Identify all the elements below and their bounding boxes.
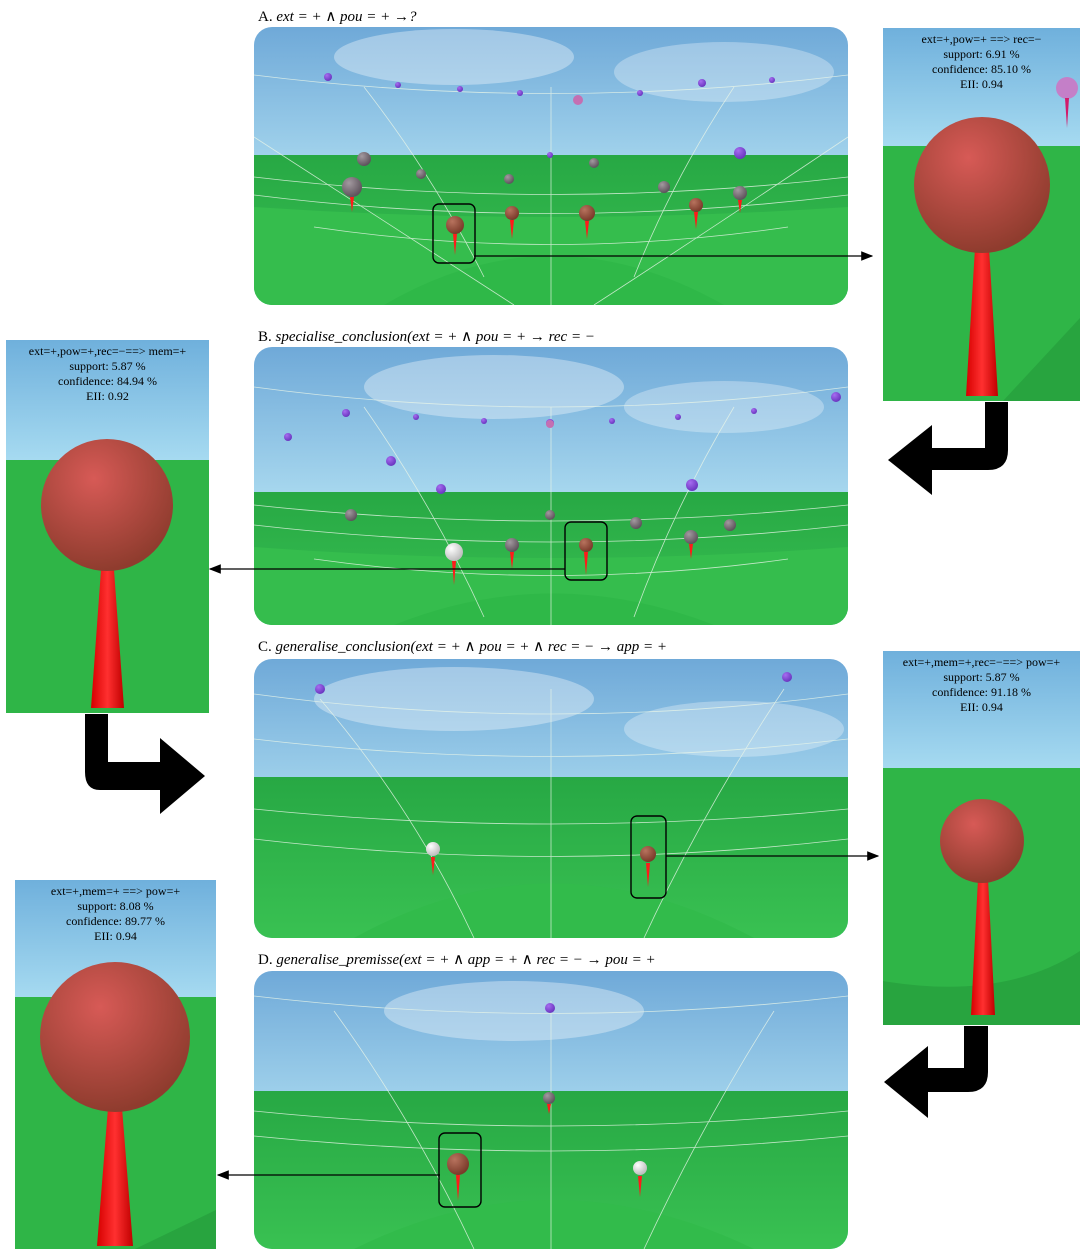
panel-formula: generalise_conclusion(ext = + ∧ pou = + … [275, 639, 667, 655]
zoom-4-render [15, 880, 216, 1249]
eii-label: EII: 0.94 [960, 700, 1003, 714]
scene-c-render [254, 659, 848, 938]
rule-label: ext=+,mem=+ ==> pow=+ [50, 884, 181, 898]
confidence-label: confidence: 91.18 % [932, 685, 1031, 699]
panel-formula: generalise_premisse(ext = + ∧ app = + ∧ … [276, 952, 656, 968]
rule-label: ext=+,pow=+,rec=−==> mem=+ [28, 344, 187, 358]
panel-letter: B. [258, 329, 272, 345]
confidence-label: confidence: 85.10 % [932, 62, 1031, 76]
zoom-panel-1: ext=+,pow=+ ==> rec=− support: 6.91 % co… [883, 28, 1080, 401]
rule-label: ext=+,pow=+ ==> rec=− [921, 32, 1042, 46]
scene-c[interactable] [254, 659, 848, 938]
selection-box [630, 815, 667, 899]
panel-d-caption: D. generalise_premisse(ext = + ∧ app = +… [258, 950, 656, 969]
eii-label: EII: 0.92 [86, 389, 129, 403]
panel-formula: ext = + ∧ pou = + →? [276, 9, 417, 25]
eii-label: EII: 0.94 [960, 77, 1003, 91]
selection-box [564, 521, 608, 581]
scene-d[interactable] [254, 971, 848, 1249]
selection-box [432, 203, 476, 264]
transition-arrow-1 [888, 402, 1008, 495]
confidence-label: confidence: 84.94 % [58, 374, 157, 388]
scene-d-render [254, 971, 848, 1249]
zoom-panel-4: ext=+,mem=+ ==> pow=+ support: 8.08 % co… [15, 880, 216, 1249]
zoom-2-render [6, 340, 209, 713]
panel-letter: A. [258, 9, 273, 25]
zoom-4-info: ext=+,mem=+ ==> pow=+ support: 8.08 % co… [15, 884, 216, 944]
transition-arrow-2 [85, 714, 205, 814]
zoom-3-info: ext=+,mem=+,rec=−==> pow=+ support: 5.87… [883, 655, 1080, 715]
zoom-3-render [883, 651, 1080, 1025]
panel-formula: specialise_conclusion(ext = + ∧ pou = + … [275, 329, 595, 345]
selection-box [438, 1132, 482, 1208]
scene-b[interactable] [254, 347, 848, 625]
support-label: support: 6.91 % [943, 47, 1020, 61]
support-label: support: 5.87 % [943, 670, 1020, 684]
scene-b-render [254, 347, 848, 625]
panel-letter: C. [258, 639, 272, 655]
panel-a-caption: A. ext = + ∧ pou = + →? [258, 7, 417, 26]
zoom-panel-3: ext=+,mem=+,rec=−==> pow=+ support: 5.87… [883, 651, 1080, 1025]
zoom-1-render [883, 28, 1080, 401]
scene-a-render [254, 27, 848, 305]
rule-label: ext=+,mem=+,rec=−==> pow=+ [902, 655, 1061, 669]
panel-letter: D. [258, 952, 273, 968]
support-label: support: 5.87 % [69, 359, 146, 373]
transition-arrow-3 [884, 1026, 988, 1118]
scene-a[interactable] [254, 27, 848, 305]
scene-a-nodes [324, 73, 775, 255]
support-label: support: 8.08 % [77, 899, 154, 913]
eii-label: EII: 0.94 [94, 929, 137, 943]
panel-c-caption: C. generalise_conclusion(ext = + ∧ pou =… [258, 637, 667, 656]
zoom-2-info: ext=+,pow=+,rec=−==> mem=+ support: 5.87… [6, 344, 209, 404]
zoom-1-info: ext=+,pow=+ ==> rec=− support: 6.91 % co… [883, 32, 1080, 92]
confidence-label: confidence: 89.77 % [66, 914, 165, 928]
panel-b-caption: B. specialise_conclusion(ext = + ∧ pou =… [258, 327, 595, 346]
zoom-panel-2: ext=+,pow=+,rec=−==> mem=+ support: 5.87… [6, 340, 209, 713]
